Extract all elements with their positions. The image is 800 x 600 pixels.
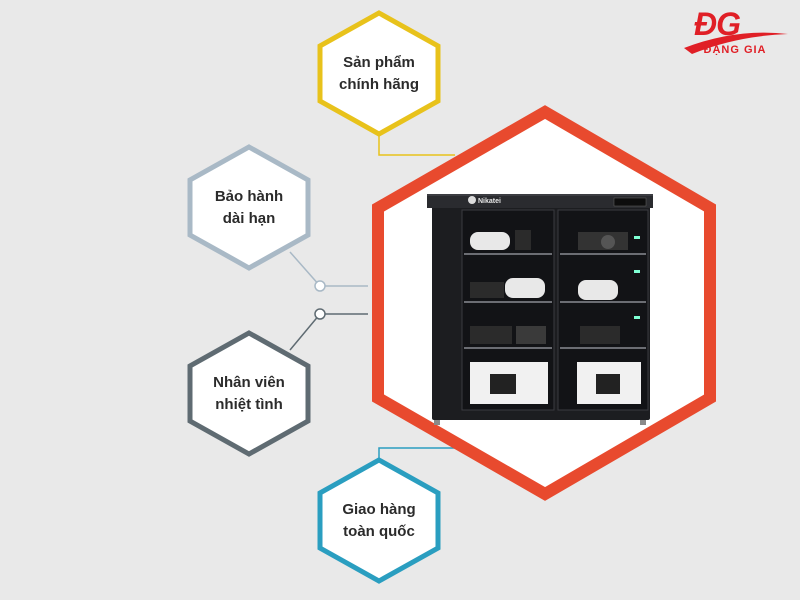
hexagon-genuine (317, 10, 441, 137)
product-brand-label: Nikatei (478, 198, 501, 205)
connector-dot-staff (314, 308, 326, 320)
feature-genuine-line2: chính hãng (339, 76, 419, 93)
hexagon-delivery (317, 457, 441, 584)
feature-staff: Nhân viên nhiệt tình (190, 372, 308, 416)
feature-staff-line1: Nhân viên (213, 374, 285, 391)
dry-cabinet-image: Nikatei (427, 194, 653, 425)
hexagon-staff (187, 330, 311, 457)
feature-warranty-line2: dài hạn (222, 210, 276, 227)
brand-logo-text: ĐẶNG GIA (703, 44, 767, 56)
feature-genuine: Sản phẩm chính hãng (320, 52, 438, 96)
hexagon-warranty (187, 144, 311, 271)
brand-logo-swoosh (684, 32, 788, 54)
feature-delivery: Giao hàng toàn quốc (320, 499, 438, 543)
feature-delivery-line2: toàn quốc (343, 523, 415, 540)
feature-genuine-line1: Sản phẩm (343, 54, 415, 71)
feature-staff-line2: nhiệt tình (215, 396, 283, 413)
connector-line-warranty (289, 251, 368, 287)
connector-dot-warranty (314, 280, 326, 292)
feature-warranty: Bảo hành dài hạn (190, 186, 308, 230)
feature-warranty-line1: Bảo hành (214, 188, 284, 205)
connector-line-genuine (378, 134, 455, 156)
brand-logo-mark: ĐG (694, 6, 741, 42)
connector-line-delivery (378, 447, 455, 463)
feature-delivery-line1: Giao hàng (342, 501, 416, 518)
connector-line-staff (289, 313, 368, 351)
